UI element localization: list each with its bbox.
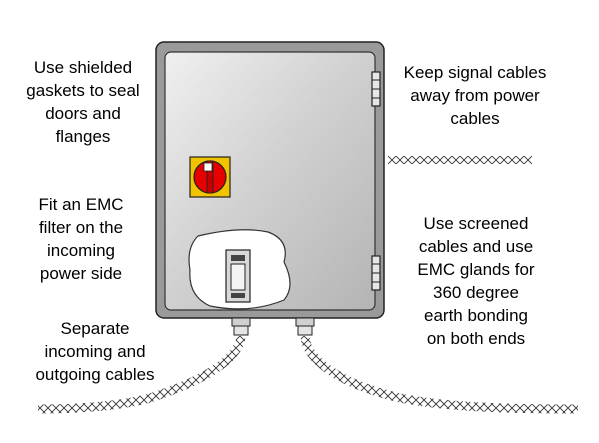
cable-gland-right-icon bbox=[295, 317, 315, 336]
caption-line: Keep signal cables bbox=[403, 63, 547, 82]
caption-gaskets: Use shielded gaskets to seal doors and f… bbox=[8, 56, 158, 148]
cable-gland-left-icon bbox=[231, 317, 251, 336]
caption-line: EMC glands for bbox=[417, 260, 535, 279]
caption-line: gaskets to seal bbox=[26, 81, 140, 100]
caption-line: doors and bbox=[45, 104, 121, 123]
caption-emc-filter: Fit an EMC filter on the incoming power … bbox=[6, 193, 156, 285]
caption-signal-cables: Keep signal cables away from power cable… bbox=[390, 61, 560, 130]
caption-line: incoming bbox=[46, 241, 116, 260]
caption-line: on both ends bbox=[426, 329, 526, 348]
caption-line: Use screened bbox=[423, 214, 529, 233]
caption-line: incoming and bbox=[44, 342, 146, 361]
caption-line: Use shielded bbox=[33, 58, 133, 77]
caption-line: Separate bbox=[60, 319, 130, 338]
caption-separate-cables: Separate incoming and outgoing cables bbox=[10, 317, 180, 386]
caption-line: away from power bbox=[410, 86, 540, 105]
caption-line: Fit an EMC bbox=[38, 195, 124, 214]
caption-line: earth bonding bbox=[424, 306, 528, 325]
door-hinge-top-icon bbox=[371, 71, 381, 107]
caption-line: 360 degree bbox=[432, 283, 520, 302]
caption-line: flanges bbox=[55, 127, 111, 146]
caption-line: outgoing cables bbox=[35, 365, 155, 384]
caption-line: power side bbox=[39, 264, 123, 283]
filter-module-icon bbox=[188, 229, 291, 310]
isolator-switch-icon bbox=[189, 156, 231, 198]
caption-line: cables bbox=[450, 109, 500, 128]
caption-screened-cables: Use screened cables and use EMC glands f… bbox=[396, 212, 556, 350]
caption-line: cables and use bbox=[418, 237, 534, 256]
braided-cable-icon bbox=[37, 156, 579, 414]
caption-line: filter on the bbox=[38, 218, 124, 237]
door-hinge-bottom-icon bbox=[371, 255, 381, 291]
